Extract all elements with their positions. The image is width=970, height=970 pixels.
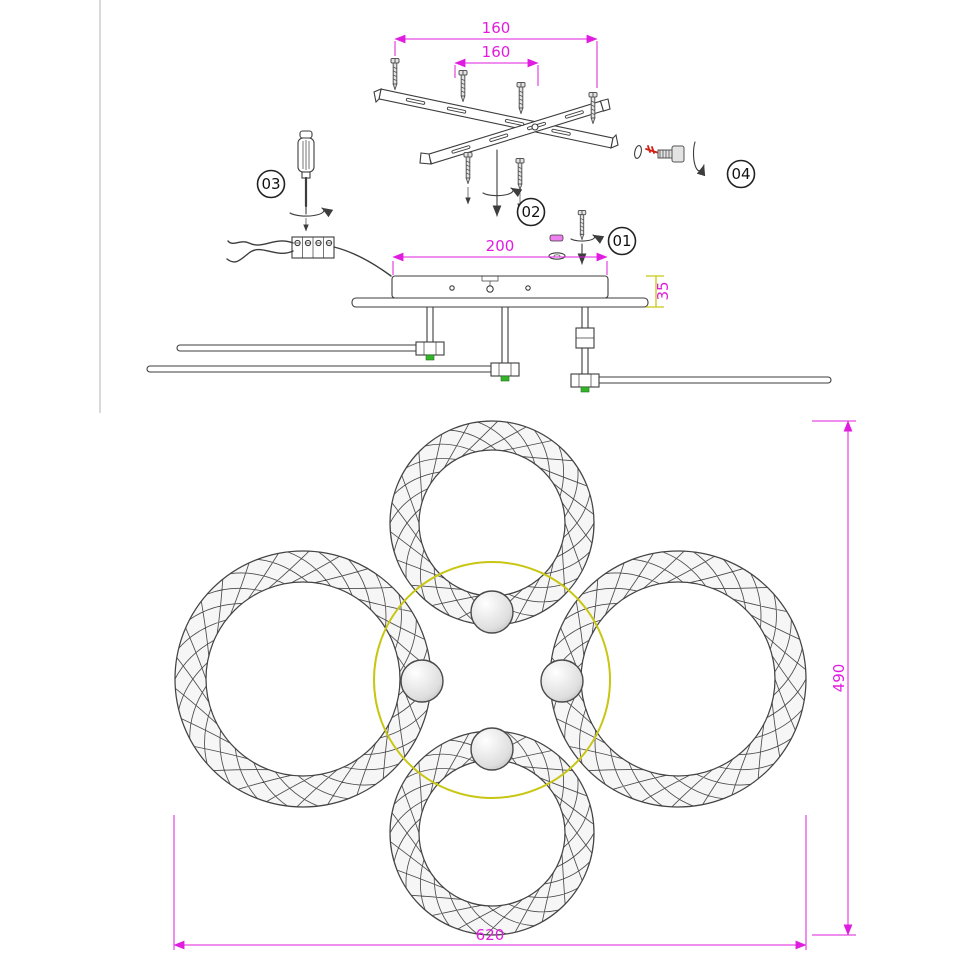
clamp-screw-green bbox=[500, 375, 510, 382]
dim-label-620: 620 bbox=[476, 926, 505, 944]
step-badge-03 bbox=[256, 169, 286, 199]
step-01-group: 01 bbox=[548, 210, 637, 265]
ring-left bbox=[174, 550, 432, 808]
fixture-wire bbox=[333, 246, 392, 277]
dimension-canopy-width: 200 bbox=[392, 237, 608, 275]
rotate-arrow-icon bbox=[482, 187, 523, 198]
step-label-03: 03 bbox=[261, 175, 280, 193]
arm-clamp bbox=[490, 362, 520, 377]
step-badge-04 bbox=[726, 159, 756, 189]
rotate-arrow-icon bbox=[692, 141, 706, 177]
supply-wire bbox=[226, 248, 294, 263]
step-label-01: 01 bbox=[612, 232, 631, 250]
rotate-arrow-icon bbox=[570, 234, 605, 244]
ring-bottom bbox=[389, 730, 595, 936]
washer-icon bbox=[634, 145, 642, 159]
stem bbox=[501, 306, 509, 364]
dimension-canopy-height: 35 bbox=[646, 275, 672, 308]
screw-icon bbox=[577, 210, 587, 240]
keyhole-icon bbox=[486, 285, 494, 293]
anchor-plug bbox=[549, 234, 564, 242]
led-ball bbox=[400, 659, 444, 703]
dim-label-160-inner: 160 bbox=[482, 43, 511, 61]
arm-right bbox=[598, 376, 832, 384]
canopy-group: 200 35 bbox=[351, 237, 672, 308]
screw-icon bbox=[458, 70, 468, 102]
arms-group bbox=[146, 306, 832, 393]
screw-icon bbox=[515, 158, 525, 190]
bolt-head bbox=[671, 145, 685, 163]
arm-left-upper bbox=[176, 344, 417, 352]
dimension-bracket-outer: 160 bbox=[394, 19, 598, 88]
clamp-screw-green bbox=[425, 354, 435, 361]
step-label-02: 02 bbox=[521, 203, 540, 221]
step-badge-01 bbox=[607, 226, 637, 256]
mounting-cross-bracket bbox=[373, 88, 619, 165]
set-screw-red bbox=[645, 145, 660, 154]
wiring-group bbox=[226, 236, 392, 277]
screw-icon bbox=[516, 82, 526, 114]
ring-right bbox=[549, 550, 807, 808]
terminal-screws bbox=[294, 239, 333, 247]
screwdriver-icon bbox=[297, 130, 315, 215]
step-02-group: 02 bbox=[482, 149, 546, 227]
step-badge-02 bbox=[516, 197, 546, 227]
canopy-base-plate bbox=[351, 297, 649, 308]
dimension-fixture-height: 490 bbox=[812, 420, 856, 936]
dim-label-490: 490 bbox=[830, 664, 848, 693]
arm-left-lower bbox=[146, 365, 492, 373]
dimension-fixture-width: 620 bbox=[173, 815, 807, 950]
step-label-04: 04 bbox=[731, 165, 750, 183]
stem bbox=[426, 306, 434, 343]
arm-clamp bbox=[415, 341, 445, 356]
top-view-group: 620 490 bbox=[173, 420, 856, 950]
gasket-ring bbox=[548, 252, 566, 260]
screw-icon bbox=[463, 152, 473, 184]
center-guide-circle bbox=[373, 561, 611, 799]
dimension-bracket-inner: 160 bbox=[454, 43, 539, 86]
led-ball bbox=[540, 659, 584, 703]
led-ball bbox=[470, 727, 514, 771]
arm-clamp bbox=[570, 373, 600, 388]
clamp-screw-green bbox=[580, 386, 590, 393]
dim-label-200: 200 bbox=[486, 237, 515, 255]
dim-label-160-outer: 160 bbox=[482, 19, 511, 37]
led-ball bbox=[470, 590, 514, 634]
rotate-arrow-icon bbox=[289, 207, 334, 218]
canopy-body bbox=[391, 275, 609, 299]
supply-wire bbox=[227, 240, 294, 246]
step-04-group: 04 bbox=[634, 141, 756, 189]
step-03-group: 03 bbox=[256, 130, 334, 232]
screw-icon bbox=[390, 58, 400, 90]
bracket-center-hole bbox=[531, 123, 539, 131]
dim-label-35: 35 bbox=[654, 281, 672, 300]
